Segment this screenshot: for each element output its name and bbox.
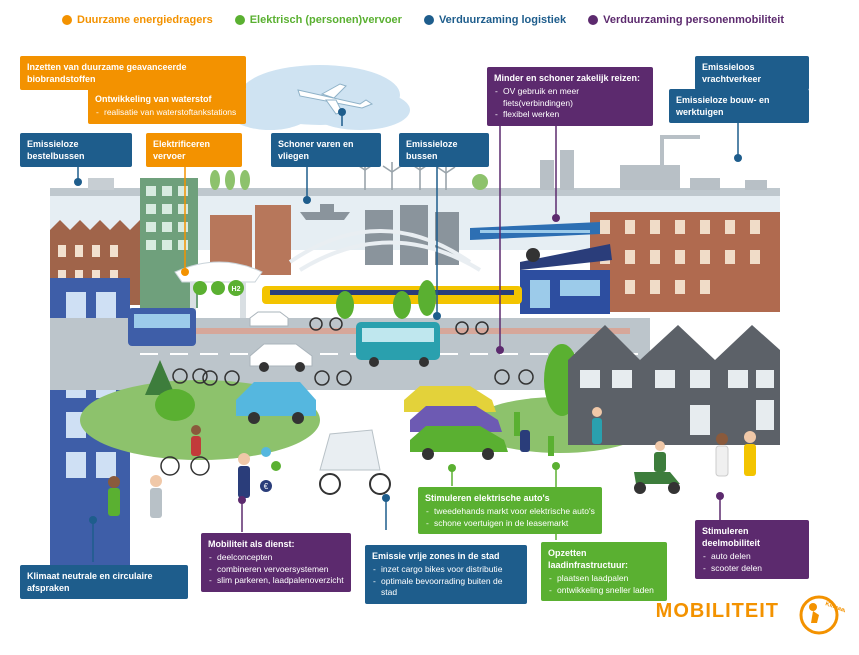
box-item: ontwikkeling sneller laden: [548, 585, 660, 597]
box-title: Stimuleren elektrische auto's: [425, 493, 550, 503]
euro-icon: €: [264, 482, 269, 491]
brick-houses-right: [590, 212, 780, 312]
legend-label: Verduurzaming logistiek: [438, 14, 567, 26]
box-waterstof: Ontwikkeling van waterstof realisatie va…: [88, 88, 246, 124]
ship-icon: [300, 204, 350, 220]
box-item: auto delen: [702, 551, 802, 563]
connector-lines: [77, 111, 739, 562]
box-emissieloze-bussen: Emissieloze bussen: [399, 133, 489, 168]
brand-title: MOBILITEIT: [655, 600, 779, 622]
small-car: [249, 311, 289, 327]
h2-label: H2: [232, 286, 241, 293]
green-scooter: [634, 472, 680, 494]
electric-bus: [356, 322, 440, 367]
box-item: OV gebruik en meer fiets(verbindingen): [494, 86, 646, 109]
box-item: combineren vervoersystemen: [208, 564, 344, 576]
box-title: Stimuleren deelmobiliteit: [702, 526, 761, 549]
bicycles: [160, 317, 534, 476]
box-deelmobiliteit: Stimuleren deelmobiliteit auto delen sco…: [695, 520, 809, 580]
green-tower: [140, 178, 198, 308]
legend-item-logistiek: Verduurzaming logistiek: [423, 14, 567, 26]
legend-label: Duurzame energiedragers: [77, 14, 213, 26]
parked-cars: [404, 386, 508, 460]
box-item: schone voertuigen in de leasemarkt: [425, 518, 595, 530]
connector-dots: [74, 108, 742, 524]
box-item: optimale bevoorrading buiten de stad: [372, 576, 520, 599]
box-title: Inzetten van duurzame geavanceerde biobr…: [27, 62, 187, 85]
bridge: [288, 229, 482, 272]
box-title: Klimaat neutrale en circulaire afspraken: [27, 571, 153, 594]
box-elektrische-autos: Stimuleren elektrische auto's tweedehand…: [418, 487, 602, 535]
legend-label: Elektrisch (personen)vervoer: [249, 14, 402, 26]
box-title: Emissie vrije zones in de stad: [372, 551, 500, 561]
box-title: Ontwikkeling van waterstof: [95, 94, 212, 104]
yellow-train: [262, 286, 522, 304]
blue-bus: [128, 308, 196, 346]
box-bestelbussen: Emissieloze bestelbussen: [20, 133, 132, 168]
box-mobiliteit-als-dienst: Mobiliteit als dienst: deelconcepten com…: [201, 533, 351, 592]
distant-van: [88, 178, 114, 190]
box-item: slim parkeren, laadpalenoverzicht: [208, 575, 344, 587]
box-title: Minder en schoner zakelijk reizen:: [494, 73, 641, 83]
box-biobrandstoffen: Inzetten van duurzame geavanceerde biobr…: [20, 56, 246, 91]
box-bouw-werktuigen: Emissieloze bouw- en werktuigen: [669, 89, 809, 124]
logo-text: Klimaat-akkoord: [824, 601, 845, 623]
legend-dot-blue: [423, 15, 434, 25]
klimaatakkoord-logo: Klimaat-akkoord: [799, 595, 845, 635]
box-item: flexibel werken: [494, 109, 646, 121]
train-station: [520, 244, 612, 314]
box-title: Emissieloze bussen: [406, 139, 458, 162]
box-vrachtverkeer: Emissieloos vrachtverkeer: [695, 56, 809, 91]
box-laadinfrastructuur: Opzetten laadinfrastructuur: plaatsen la…: [541, 542, 667, 602]
white-car: [249, 343, 313, 372]
box-title: Schoner varen en vliegen: [278, 139, 354, 162]
box-klimaat-afspraken: Klimaat neutrale en circulaire afspraken: [20, 565, 188, 600]
box-item: plaatsen laadpalen: [548, 573, 660, 585]
legend-item-energie: Duurzame energiedragers: [62, 14, 213, 26]
far-trees: [210, 170, 488, 190]
legend-item-personenmobiliteit: Verduurzaming personenmobiliteit: [588, 14, 784, 26]
box-emissievrije-zones: Emissie vrije zones in de stad inzet car…: [365, 545, 527, 604]
box-item: tweedehands markt voor elektrische auto'…: [425, 506, 595, 518]
charging-poles: [514, 412, 554, 456]
box-item: deelconcepten: [208, 552, 344, 564]
legend-label: Verduurzaming personenmobiliteit: [603, 14, 785, 26]
cargo-bike: [319, 429, 391, 495]
box-item: realisatie van waterstoftankstations: [95, 107, 239, 119]
people: [108, 407, 756, 518]
box-title: Emissieloze bestelbussen: [27, 139, 85, 162]
hydrogen-station: H2: [174, 261, 263, 318]
legend-dot-purple: [588, 15, 599, 25]
box-item: inzet cargo bikes voor distributie: [372, 564, 520, 576]
legend-item-elektrisch: Elektrisch (personen)vervoer: [234, 14, 402, 26]
box-title: Emissieloze bouw- en werktuigen: [676, 95, 770, 118]
metro-train: [470, 222, 600, 240]
distant-road: [50, 188, 780, 196]
lightblue-car: [236, 382, 316, 424]
box-item: scooter delen: [702, 563, 802, 575]
box-title: Elektrificeren vervoer: [153, 139, 211, 162]
box-varen-vliegen: Schoner varen en vliegen: [271, 133, 381, 168]
box-title: Mobiliteit als dienst:: [208, 539, 295, 549]
industry: [540, 135, 767, 190]
legend-dot-orange: [62, 15, 72, 25]
box-zakelijk-reizen: Minder en schoner zakelijk reizen: OV ge…: [487, 67, 653, 126]
grey-row-houses: [568, 325, 780, 445]
box-elektrificeren: Elektrificeren vervoer: [146, 133, 242, 168]
legend: Duurzame energiedragers Elektrisch (pers…: [62, 14, 784, 26]
airplane-icon: [297, 83, 374, 115]
box-title: Emissieloos vrachtverkeer: [702, 62, 762, 85]
legend-dot-green: [234, 15, 245, 25]
service-icons: €: [260, 447, 281, 492]
box-title: Opzetten laadinfrastructuur:: [548, 548, 629, 571]
